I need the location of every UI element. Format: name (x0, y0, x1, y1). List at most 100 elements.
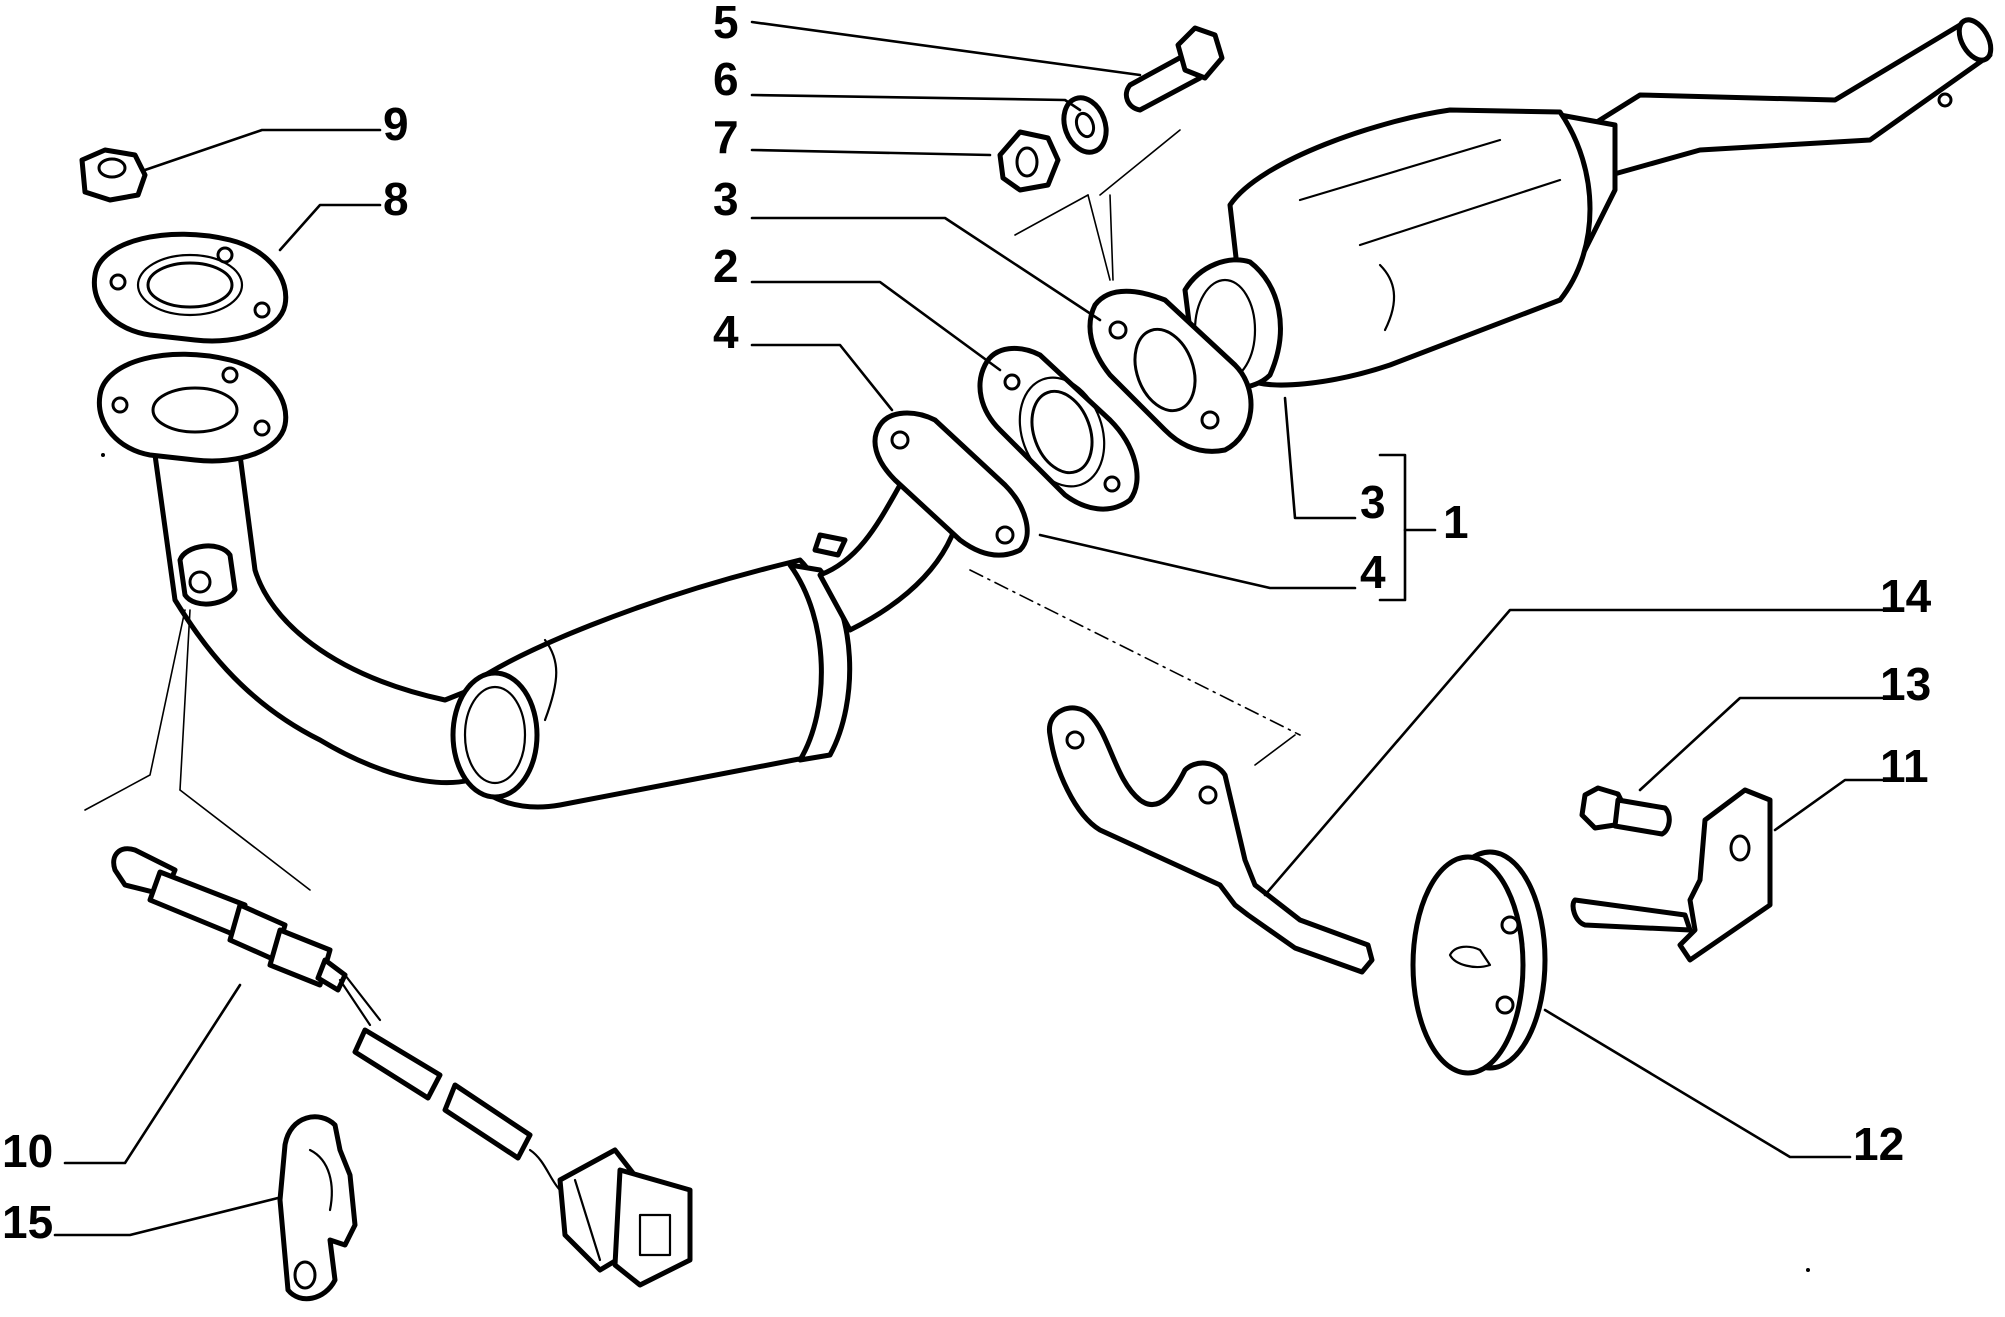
clip-15 (277, 1114, 358, 1302)
front-pipe-flange-hole-2 (995, 525, 1015, 545)
bolt-13 (1579, 785, 1672, 837)
bolt-5 (1123, 25, 1225, 113)
manifold-flange-bore (151, 386, 239, 434)
converter-seam-3 (1378, 263, 1396, 332)
leader-13 (1638, 696, 1897, 792)
mount-hole-1 (1500, 915, 1520, 935)
label-10: 10 (2, 1125, 53, 1177)
gasket-bore-ring (1018, 376, 1106, 488)
gasket-8-hole-3 (253, 301, 271, 319)
construction-line-g (84, 609, 186, 811)
construction-line-b (1099, 129, 1181, 196)
front-pipe (152, 452, 473, 786)
manifold-flange-hole-3 (253, 419, 271, 437)
construction-line-h (179, 789, 311, 891)
label-9: 9 (383, 98, 409, 150)
mount-hole-2 (1495, 995, 1515, 1015)
clip-15-hole (293, 1260, 317, 1290)
sensor-wire-1 (338, 978, 372, 1027)
oxygen-sensor (111, 846, 693, 1288)
label-14: 14 (1880, 570, 1932, 622)
front-pipe-flange (872, 410, 1030, 558)
clip-15-jaw (308, 1148, 333, 1212)
hanger-11-plate (1677, 787, 1773, 963)
bolt-5-head (1175, 25, 1225, 81)
pre-cat-inlet-ring (463, 685, 527, 785)
sensor-connector-rib (573, 1178, 602, 1262)
converter-flange-hole-2 (1200, 410, 1220, 430)
leader-12 (1543, 1008, 1852, 1159)
converter-flange-bore (1133, 327, 1197, 413)
label-4-group: 4 (1360, 546, 1386, 598)
leader-6 (750, 93, 1082, 112)
label-5: 5 (713, 0, 739, 48)
leader-4-group (1038, 533, 1357, 590)
manifold-flange-hole-2 (221, 366, 239, 384)
gasket-hole-2 (1103, 475, 1121, 493)
group-bracket (1378, 453, 1407, 602)
washer-6 (1061, 95, 1109, 155)
construction-lines (84, 129, 1301, 891)
label-4-top: 4 (713, 306, 739, 358)
gasket-2 (977, 345, 1140, 512)
construction-line-c (1087, 194, 1111, 281)
converter-flange-hole-1 (1108, 320, 1128, 340)
leader-15 (53, 1196, 280, 1237)
part-labels: 5 6 7 3 2 4 9 8 3 4 1 14 13 11 12 10 15 (2, 0, 1932, 1248)
label-3-group: 3 (1360, 476, 1386, 528)
rubber-mount-12 (1410, 849, 1548, 1076)
clip-15-body (277, 1114, 358, 1302)
sensor-wire-2 (343, 973, 382, 1022)
gasket-8-ring (136, 253, 244, 317)
hanger-11-hole (1729, 834, 1751, 862)
leader-4-top (750, 343, 894, 412)
label-6: 6 (713, 53, 739, 105)
small-stud (812, 532, 848, 558)
gasket-bore (1030, 389, 1094, 475)
label-11: 11 (1880, 740, 1929, 792)
front-pipe-flange-hole-1 (890, 430, 910, 450)
gasket-8-hole-1 (109, 273, 127, 291)
gasket-hole-1 (1003, 373, 1021, 391)
nut-9 (79, 147, 148, 203)
bracket-14-hole-1 (1065, 730, 1085, 750)
bracket-14 (1047, 705, 1375, 975)
sensor-connector-housing (612, 1167, 693, 1288)
nut-7 (997, 129, 1061, 193)
sensor-body (267, 927, 333, 988)
bolt-5-shank (1123, 52, 1203, 113)
construction-line-i (179, 609, 191, 791)
leader-3-top (750, 216, 1102, 322)
gasket-8-hole-2 (216, 246, 234, 264)
label-13: 13 (1880, 658, 1931, 710)
scan-dot-1 (101, 453, 105, 457)
label-2: 2 (713, 240, 739, 292)
sensor-neck (315, 957, 348, 993)
sensor-boss-hole (188, 570, 212, 594)
leader-10 (63, 983, 242, 1165)
construction-line-f (1254, 734, 1296, 766)
pre-cat-inlet (450, 670, 540, 800)
converter-body (1227, 107, 1593, 388)
leader-7 (750, 148, 992, 157)
converter-seam-1 (1298, 138, 1502, 202)
leader-9 (143, 128, 382, 172)
label-7: 7 (713, 111, 739, 163)
pre-cat-seam (543, 638, 558, 722)
bolt-13-shank (1612, 797, 1672, 837)
construction-line-e (969, 569, 1301, 736)
hanger-11-rod (1570, 897, 1693, 933)
label-15: 15 (2, 1196, 53, 1248)
leader-lines (53, 20, 1897, 1237)
gasket-8 (91, 231, 289, 344)
tail-pipe-hole (1937, 92, 1953, 108)
sensor-cable-end (528, 1148, 562, 1192)
sensor-thread (147, 869, 248, 938)
scan-dot-2 (1806, 1268, 1810, 1272)
mount-slot (1448, 945, 1492, 969)
nut-9-bore (97, 157, 127, 179)
leader-14 (1263, 608, 1897, 897)
leader-8 (278, 203, 382, 252)
leader-2 (750, 280, 1002, 372)
